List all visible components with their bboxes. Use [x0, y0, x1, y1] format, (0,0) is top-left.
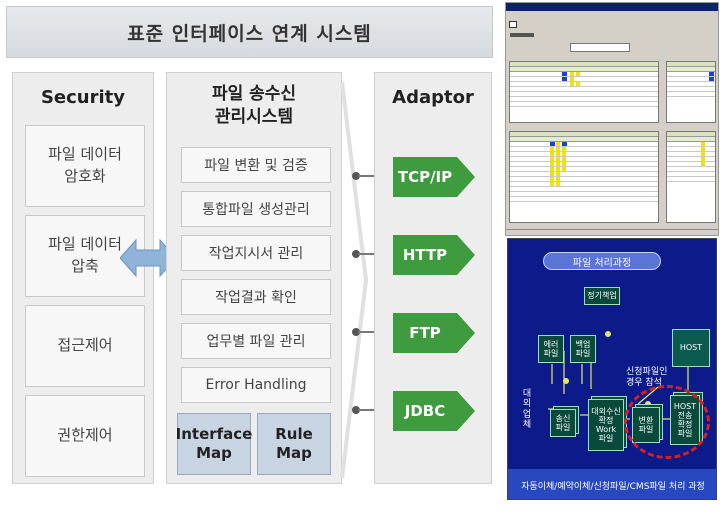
table-window-icon: [509, 21, 517, 28]
security-item-label: 파일 데이터 압축: [48, 235, 122, 275]
adaptor-jdbc: JDBC: [393, 391, 477, 431]
connector-line: [358, 331, 386, 333]
connector-line: [358, 175, 386, 177]
security-item-label: 접근제어: [57, 336, 113, 355]
interface-map-label: Interface Map: [175, 424, 253, 463]
process-box-label: 백업 파일: [575, 339, 591, 358]
security-item-permission-control: 권한제어: [25, 395, 145, 477]
adaptor-label: TCP/IP: [397, 168, 453, 186]
process-title: 파일 처리과정: [543, 252, 661, 270]
process-box-error: 에러 파일: [538, 335, 564, 363]
screenshot-header-field: [570, 43, 630, 52]
connector-dot: [352, 172, 360, 180]
file-transfer-panel: 파일 송수신 관리시스템 파일 변환 및 검증 통합파일 생성관리 작업지시서 …: [166, 72, 342, 484]
process-note: 신청파일인 경우 참석: [626, 367, 668, 388]
process-box-label: HOST: [679, 343, 703, 353]
adaptor-label: HTTP: [402, 246, 448, 264]
process-box-label: 정기책업: [587, 291, 617, 301]
process-box-complete: 정기책업: [584, 287, 620, 305]
connector-dot: [352, 406, 360, 414]
transfer-item: Error Handling: [181, 367, 331, 403]
screenshot-menubar: [506, 11, 718, 19]
security-panel: Security 파일 데이터 암호화 파일 데이터 압축 접근제어 권한제어: [12, 72, 154, 484]
interface-system-diagram: 표준 인터페이스 연계 시스템 Security 파일 데이터 암호화 파일 데…: [6, 6, 493, 484]
process-box-backup: 백업 파일: [570, 335, 596, 363]
lower-side-table: [666, 131, 716, 223]
rule-map-label: Rule Map: [275, 424, 313, 463]
diagram-title: 표준 인터페이스 연계 시스템: [6, 6, 493, 58]
connector-dot: [352, 250, 360, 258]
process-box-label: 대외수신 확정 Work 파일: [591, 406, 621, 444]
process-box-confirm: 대외수신 확정 Work 파일: [588, 399, 624, 451]
upper-side-table: [666, 61, 716, 123]
process-box-send: 송신 파일: [550, 409, 576, 437]
adaptor-label: JDBC: [404, 402, 446, 420]
process-box-host: HOST: [672, 329, 710, 367]
process-box-label: 송신 파일: [555, 413, 571, 432]
security-item-label: 파일 데이터 암호화: [48, 145, 122, 185]
file-process-diagram: 파일 처리과정 정기책업 에러 파일 백업 파일 HOST: [507, 238, 717, 500]
security-title: Security: [40, 87, 126, 108]
adaptor-title: Adaptor: [392, 87, 474, 108]
screenshot-titlebar: [506, 3, 718, 11]
security-item-access-control: 접근제어: [25, 305, 145, 387]
connector-line: [358, 253, 386, 255]
transfer-item: 작업결과 확인: [181, 279, 331, 315]
adaptor-http: HTTP: [393, 235, 477, 275]
process-footer: 자동이체/예약이체/신청파일/CMS파일 처리 과정: [508, 469, 716, 499]
chevron-separator-icon: [340, 81, 369, 479]
connector-line: [358, 409, 386, 411]
process-box-label: 에러 파일: [543, 339, 559, 358]
security-item-encryption: 파일 데이터 암호화: [25, 125, 145, 207]
process-box-outside: 대 외 업 체: [522, 389, 532, 431]
adaptor-ftp: FTP: [393, 313, 477, 353]
interface-map-box: Interface Map: [175, 413, 253, 475]
bidirectional-arrow-icon: [120, 238, 176, 278]
upper-table: [509, 61, 659, 123]
lower-table: [509, 131, 659, 223]
adaptor-panel: Adaptor TCP/IP HTTP FTP JDBC: [374, 72, 492, 484]
transfer-item: 작업지시서 관리: [181, 235, 331, 271]
application-screenshot: [505, 2, 719, 236]
transfer-item: 통합파일 생성관리: [181, 191, 331, 227]
highlight-circle: [624, 385, 710, 459]
screenshot-statusbar: [506, 229, 718, 235]
transfer-item: 파일 변환 및 검증: [181, 147, 331, 183]
file-transfer-title: 파일 송수신 관리시스템: [211, 84, 297, 127]
adaptor-tcpip: TCP/IP: [393, 157, 477, 197]
rule-map-box: Rule Map: [257, 413, 331, 475]
connector-dot: [352, 328, 360, 336]
screenshot-label: [510, 33, 534, 37]
security-item-label: 권한제어: [57, 426, 113, 445]
adaptor-label: FTP: [409, 324, 441, 342]
transfer-item: 업무별 파일 관리: [181, 323, 331, 359]
